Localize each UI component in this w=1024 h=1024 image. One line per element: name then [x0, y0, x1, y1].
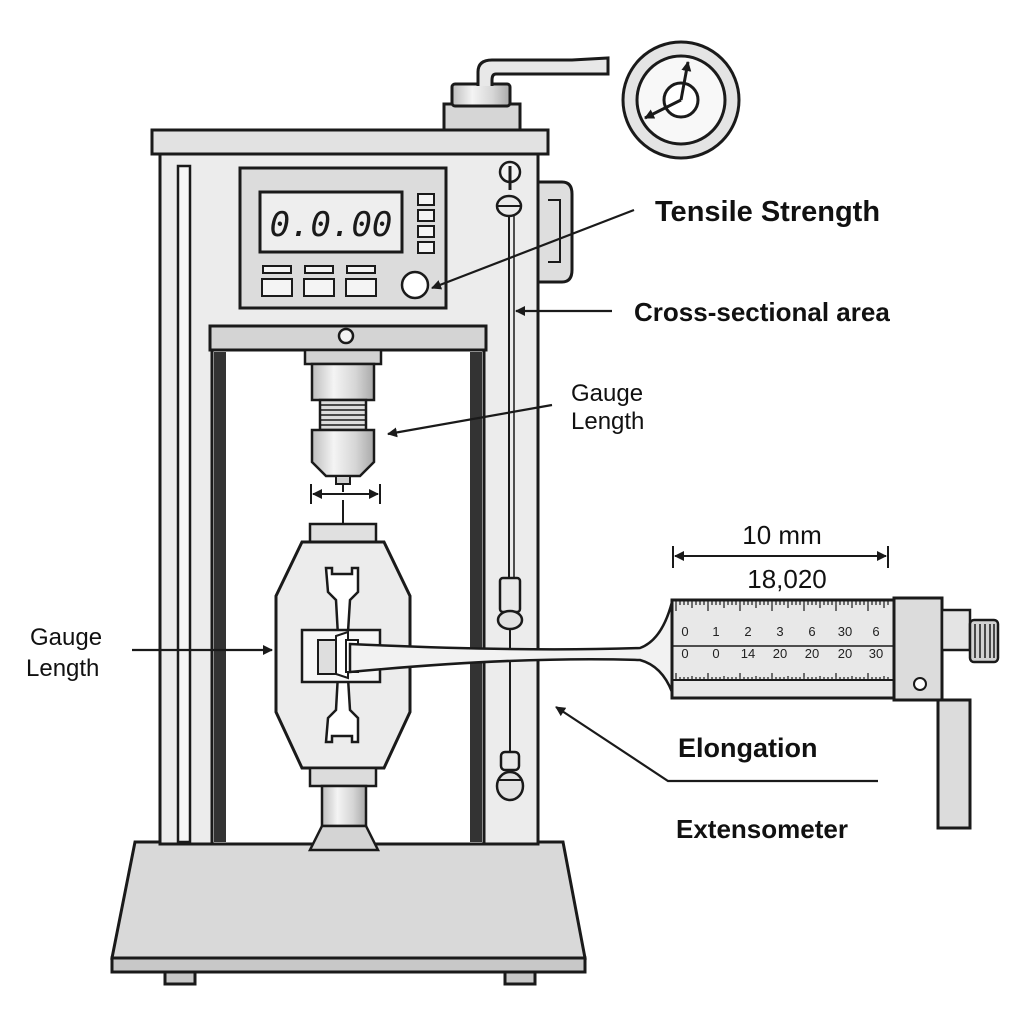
label-span: 10 mm: [742, 520, 821, 550]
callout-leaders: [132, 208, 878, 783]
control-panel: 0.0.00: [238, 166, 448, 310]
scale-top-label: 1: [712, 624, 719, 639]
label-tensile-strength: Tensile Strength: [655, 196, 880, 228]
dial-gauge-icon: [621, 40, 741, 160]
label-extensometer-reading: 18,020: [747, 564, 827, 594]
scale-ticks-top: [675, 601, 889, 611]
panel-indicator: [304, 265, 334, 274]
scale-bottom-label: 14: [741, 646, 755, 661]
label-elongation: Elongation: [678, 733, 817, 763]
machine-base: [110, 840, 587, 986]
span-dimension: [672, 546, 889, 568]
scale-bottom-label: 0: [681, 646, 688, 661]
upper-grip: [303, 348, 383, 492]
scale-top-label: 2: [744, 624, 751, 639]
panel-knob-button[interactable]: [400, 270, 430, 300]
panel-key[interactable]: [417, 241, 435, 254]
dogbone-specimen: [324, 566, 360, 638]
thumb-wheel-icon[interactable]: [968, 618, 1000, 664]
scale-top-label: 30: [838, 624, 852, 639]
scale-bottom-label: 20: [838, 646, 852, 661]
lcd-reading: 0.0.00: [270, 205, 393, 245]
panel-button[interactable]: [345, 278, 377, 297]
scale-top-label: 3: [776, 624, 783, 639]
scale-bottom-label: 30: [869, 646, 883, 661]
panel-key[interactable]: [417, 209, 435, 222]
scale-bottom-label: 0: [712, 646, 719, 661]
label-cross-sectional-area: Cross-sectional area: [634, 297, 890, 327]
extensometer: 0 1 2 3 6 30 6 0 0 14 20 20 20 30: [348, 596, 1000, 830]
panel-indicator: [346, 265, 376, 274]
scale-bottom-label: 20: [805, 646, 819, 661]
label-gauge-length-upper-line1: Gauge: [571, 380, 643, 407]
scale-top-label: 6: [872, 624, 879, 639]
guide-rod: [495, 160, 525, 802]
scale-ticks-bottom: [675, 673, 889, 680]
panel-indicator: [262, 265, 292, 274]
lcd-screen: [258, 190, 404, 254]
panel-key[interactable]: [417, 193, 435, 206]
pressure-gauge-assembly: [442, 40, 741, 160]
label-extensometer: Extensometer: [676, 814, 848, 844]
panel-key[interactable]: [417, 225, 435, 238]
panel-button[interactable]: [303, 278, 335, 297]
label-gauge-length-left-line1: Gauge: [30, 624, 102, 651]
scale-top-label: 6: [808, 624, 815, 639]
panel-button[interactable]: [261, 278, 293, 297]
scale-bottom-label: 20: [773, 646, 787, 661]
specimen-holder: [274, 522, 412, 852]
label-gauge-length-upper-line2: Length: [571, 408, 644, 435]
scale-top-label: 0: [681, 624, 688, 639]
label-gauge-length-left-line2: Length: [26, 655, 99, 682]
